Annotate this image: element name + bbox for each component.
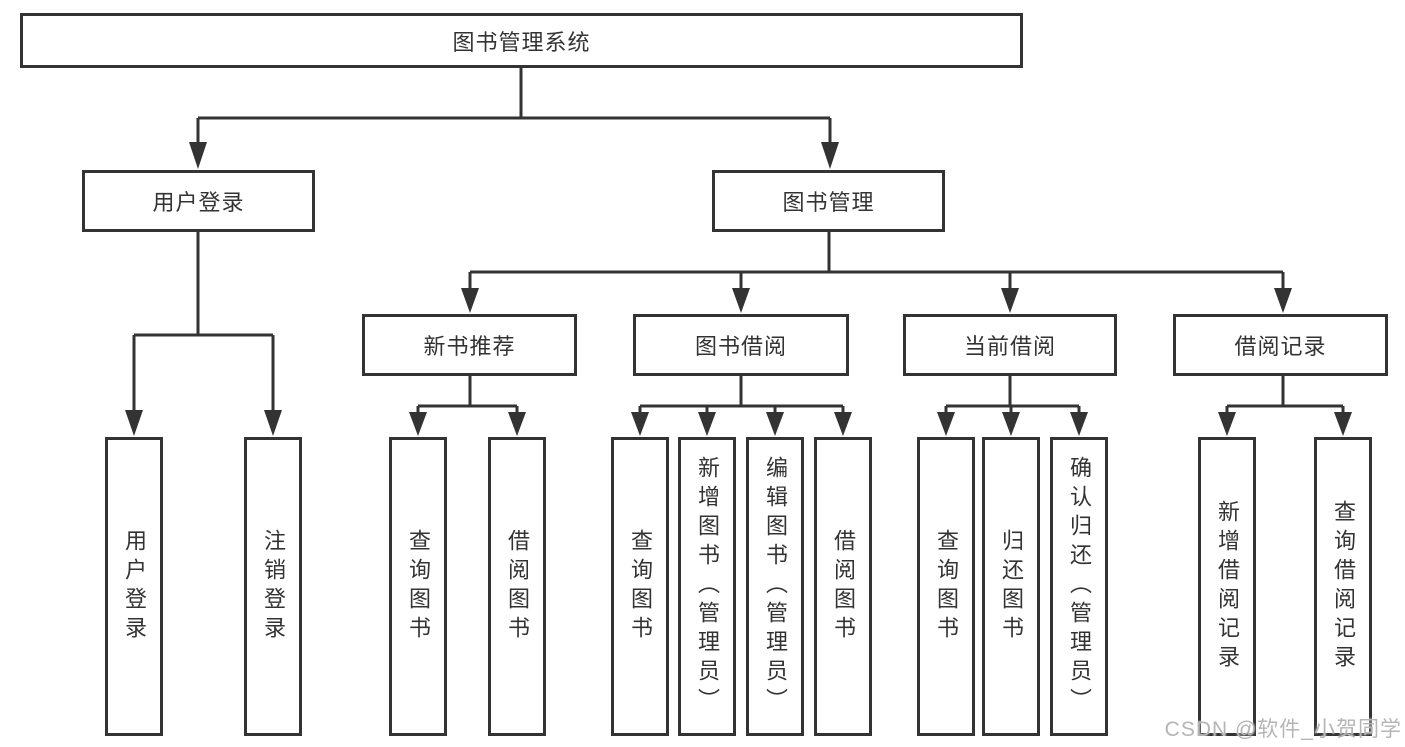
node-user-login: 用户登录 bbox=[82, 170, 315, 232]
node-book-borrowing: 图书借阅 bbox=[633, 314, 849, 376]
leaf-logout: 注销登录 bbox=[244, 437, 302, 736]
leaf-borrowing-borrow-books: 借阅图书 bbox=[814, 437, 872, 736]
arrow-icon bbox=[264, 410, 282, 436]
leaf-user-login: 用户登录 bbox=[105, 437, 163, 736]
arrow-icon bbox=[1002, 412, 1020, 436]
arrow-icon bbox=[821, 142, 839, 169]
arrow-icon bbox=[631, 412, 649, 436]
leaf-current-return-books: 归还图书 bbox=[982, 437, 1040, 736]
leaf-borrowing-query-books: 查询图书 bbox=[611, 437, 669, 736]
branch-lines bbox=[132, 68, 1345, 414]
leaf-records-add-record: 新增借阅记录 bbox=[1198, 437, 1256, 736]
node-book-management: 图书管理 bbox=[712, 170, 945, 232]
arrow-icon bbox=[461, 288, 479, 313]
arrow-icon bbox=[1334, 412, 1352, 436]
node-root-system: 图书管理系统 bbox=[20, 13, 1023, 68]
node-borrowing-records: 借阅记录 bbox=[1173, 314, 1388, 376]
arrow-icon bbox=[732, 288, 750, 313]
watermark: CSDN @软件_小贺同学 bbox=[1164, 718, 1402, 741]
arrow-icon bbox=[937, 412, 955, 436]
arrow-icon bbox=[1001, 288, 1019, 313]
leaf-current-confirm-return-admin: 确认归还（管理员） bbox=[1050, 437, 1108, 736]
arrow-icon bbox=[1070, 412, 1088, 436]
arrow-icon bbox=[125, 410, 143, 436]
arrow-icon bbox=[834, 412, 852, 436]
leaf-records-query-record: 查询借阅记录 bbox=[1314, 437, 1372, 736]
leaf-current-query-books: 查询图书 bbox=[917, 437, 975, 736]
leaf-recommend-query-books: 查询图书 bbox=[389, 437, 447, 736]
arrow-icon bbox=[1218, 412, 1236, 436]
leaf-borrowing-add-books-admin: 新增图书（管理员） bbox=[678, 437, 736, 736]
node-new-book-recommend: 新书推荐 bbox=[362, 314, 577, 376]
leaf-recommend-borrow-books: 借阅图书 bbox=[488, 437, 546, 736]
arrow-icon bbox=[766, 412, 784, 436]
arrow-icon bbox=[508, 412, 526, 436]
leaf-borrowing-edit-books-admin: 编辑图书（管理员） bbox=[746, 437, 804, 736]
arrow-icon bbox=[1274, 288, 1292, 313]
arrowheads bbox=[125, 142, 1352, 436]
arrow-icon bbox=[698, 412, 716, 436]
arrow-icon bbox=[189, 142, 207, 169]
node-current-borrowing: 当前借阅 bbox=[903, 314, 1117, 376]
arrow-icon bbox=[409, 412, 427, 436]
